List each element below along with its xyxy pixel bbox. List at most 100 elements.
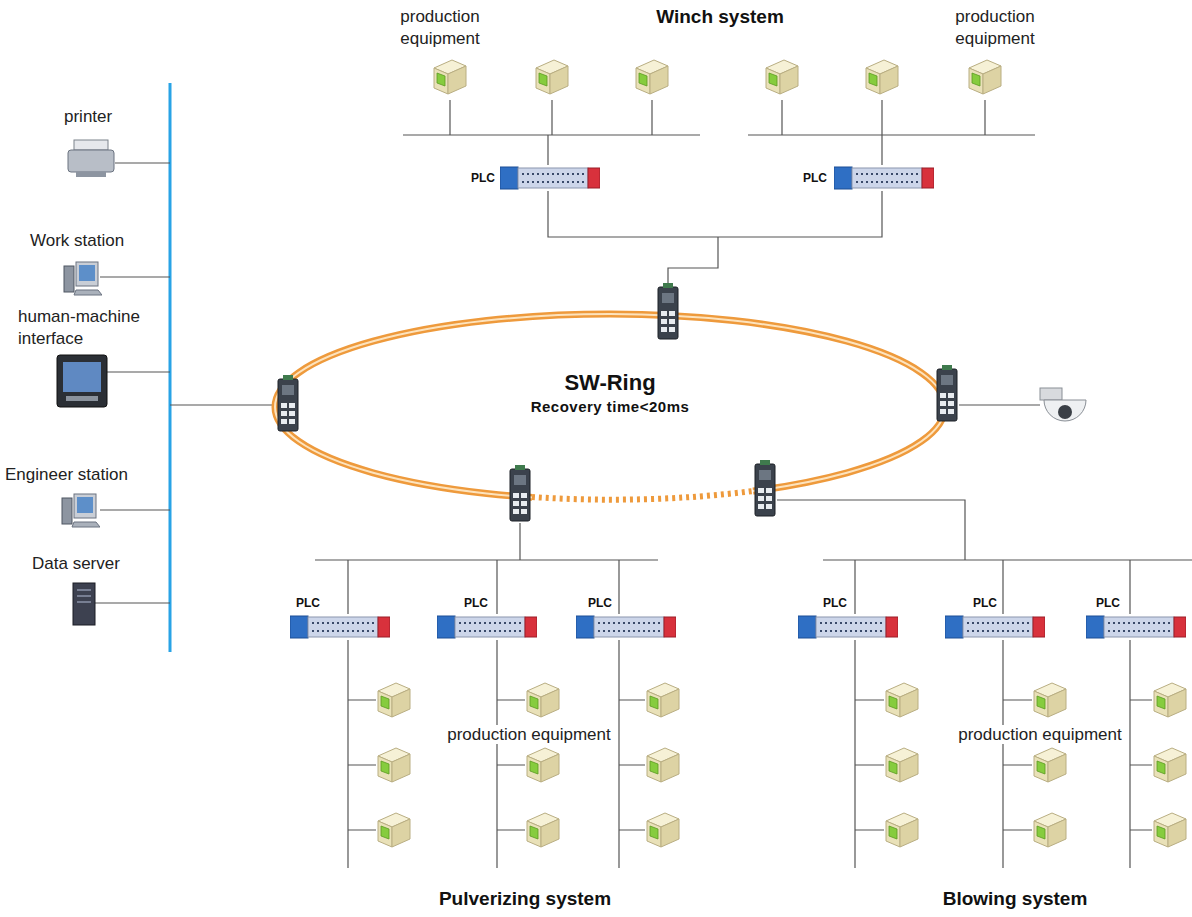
plc-label: PLC [823, 596, 853, 610]
engineer-icon [62, 494, 100, 527]
ring-break [532, 491, 753, 500]
printer-body [68, 150, 114, 172]
device-label: Work station [30, 230, 165, 252]
equipment-label: production equipment [380, 6, 500, 50]
equipment-label-text: production equipment [956, 725, 1124, 744]
plc-label: PLC [296, 596, 326, 610]
equipment-box [886, 683, 918, 717]
equipment-label: production equipment [935, 6, 1055, 50]
camera-lens [1058, 405, 1072, 419]
system-title: Pulverizing system [395, 888, 655, 910]
plc-device [437, 616, 537, 638]
plc-label-text: PLC [1096, 596, 1120, 610]
camera [1040, 388, 1086, 421]
blowing-bus [777, 500, 1192, 614]
equipment-box [378, 813, 410, 847]
device-label-text: Engineer station [5, 465, 128, 484]
system-title: Winch system [620, 6, 820, 28]
ring-switch [278, 375, 298, 431]
equipment-box [766, 60, 798, 94]
plc-label-text: PLC [464, 596, 488, 610]
plc-label-text: PLC [823, 596, 847, 610]
ring-switch [937, 365, 957, 421]
equipment-box [636, 60, 668, 94]
plc-device [576, 616, 676, 638]
plc-label: PLC [973, 596, 1003, 610]
system-title-text: Blowing system [943, 888, 1088, 909]
plc-device [834, 167, 934, 189]
hmi-keys [66, 396, 98, 401]
equipment-box [527, 813, 559, 847]
workstation-icon [64, 262, 102, 295]
equipment-label-text: production equipment [400, 7, 479, 48]
plc-device [1086, 616, 1186, 638]
equipment-label-text: production equipment [445, 725, 613, 744]
camera-link [959, 404, 1040, 405]
camera-dome [1044, 400, 1086, 421]
ring-standby [532, 491, 753, 500]
equipment-box [647, 813, 679, 847]
server-bays [77, 590, 91, 602]
ring-switch [658, 283, 678, 339]
winch-uplink [548, 191, 882, 283]
equipment-box [1034, 813, 1066, 847]
sw-ring [275, 314, 945, 500]
hmi-bezel [57, 355, 107, 407]
ring-title: SW-Ring [510, 370, 710, 396]
plc-label-text: PLC [296, 596, 320, 610]
winch-bus [748, 100, 1035, 165]
winch-bus [403, 100, 700, 165]
plc-label-text: PLC [471, 171, 495, 185]
plc-device [290, 616, 390, 638]
hmi-icon [57, 355, 107, 407]
ring-note-text: Recovery time<20ms [531, 398, 690, 415]
ring-note: Recovery time<20ms [480, 398, 740, 416]
equipment-box [1154, 683, 1186, 717]
sw-ring-core [275, 314, 945, 500]
plc-device [945, 616, 1045, 638]
plc-device [500, 167, 600, 189]
device-label-text: Work station [30, 231, 124, 250]
plc-label-text: PLC [803, 171, 827, 185]
equipment-label-text: production equipment [955, 7, 1034, 48]
plc-drop [348, 640, 1130, 868]
server-icon [73, 583, 95, 625]
equipment-box [527, 748, 559, 782]
device-label-text: human-machine interface [18, 307, 140, 348]
plc-label: PLC [1096, 596, 1126, 610]
printer-tray [76, 172, 106, 177]
system-title-text: Pulverizing system [439, 888, 611, 909]
plc-label: PLC [464, 596, 494, 610]
device-label: Data server [32, 553, 162, 575]
pulverizing-bus [315, 523, 658, 614]
plc-label: PLC [803, 171, 833, 185]
equipment-box [1034, 748, 1066, 782]
control-bus [169, 83, 172, 652]
equipment-label: production equipment [920, 724, 1160, 746]
equipment-box [647, 683, 679, 717]
equipment-box [886, 748, 918, 782]
equipment-box [866, 60, 898, 94]
equipment-box [1154, 813, 1186, 847]
equipment-box [434, 60, 466, 94]
equipment-branch [348, 700, 1152, 830]
device-label: printer [64, 106, 154, 128]
ring-switch [510, 465, 530, 521]
plc-label: PLC [588, 596, 618, 610]
equipment-box [536, 60, 568, 94]
equipment-box [1034, 683, 1066, 717]
equipment-box [886, 813, 918, 847]
plc-label: PLC [471, 171, 501, 185]
system-title: Blowing system [895, 888, 1135, 910]
equipment-box [527, 683, 559, 717]
device-label-text: printer [64, 107, 112, 126]
system-title-text: Winch system [656, 6, 784, 27]
ring-title-text: SW-Ring [564, 370, 655, 395]
device-label: human-machine interface [18, 306, 166, 350]
equipment-group [378, 60, 1186, 847]
equipment-box [378, 683, 410, 717]
plc-device [798, 616, 898, 638]
equipment-box [378, 748, 410, 782]
server-body [73, 583, 95, 625]
